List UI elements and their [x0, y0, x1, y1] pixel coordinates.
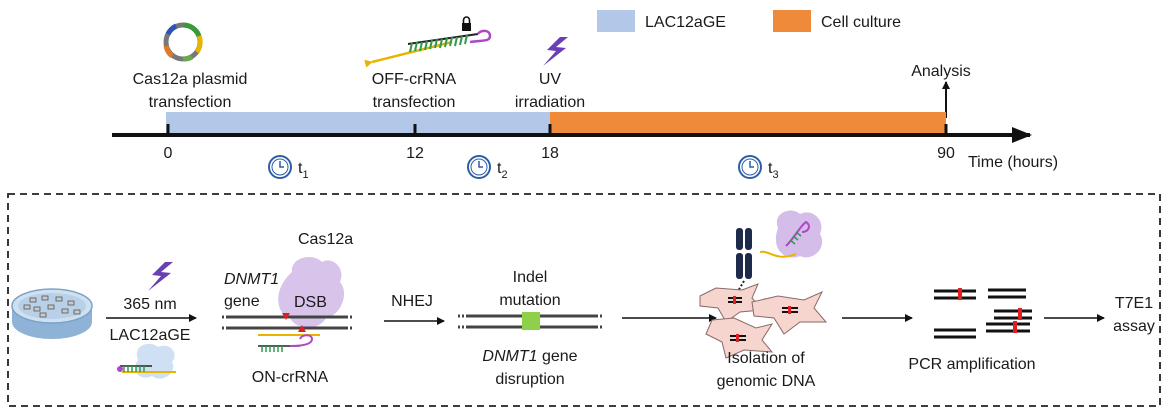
legend-swatch-cell-culture — [773, 10, 811, 32]
assay-line1: T7E1 — [1115, 295, 1153, 312]
workflow: 365 nm LAC12aGE DNMT1 gene Cas12a DSB — [11, 210, 1155, 390]
isolation-line2: genomic DNA — [717, 373, 816, 390]
step-uv-line2: irradiation — [515, 94, 585, 111]
clock-icon — [738, 155, 762, 179]
cell-dna-fragments — [728, 296, 798, 342]
legend-swatch-lac12age — [597, 10, 635, 32]
indel-site — [522, 312, 540, 330]
disruption-line1: DNMT1 gene — [482, 348, 577, 365]
cas12a-protein-icon — [278, 257, 345, 328]
step-plasmid-line2: transfection — [149, 94, 232, 111]
workflow-frame — [7, 193, 1161, 407]
step-plasmid-line1: Cas12a plasmid — [133, 71, 248, 88]
gene-label: DNMT1 — [224, 271, 279, 288]
on-crrna-icon — [258, 334, 314, 352]
dna-double-strand — [228, 315, 346, 330]
cells-icon — [699, 283, 828, 359]
bar-lac12age — [166, 112, 550, 135]
axis-ticks — [166, 124, 948, 135]
crrna-label: ON-crRNA — [252, 369, 329, 386]
tick-label-12: 12 — [406, 145, 424, 162]
chromosome-icon — [727, 228, 752, 309]
bar-cell-culture — [550, 112, 946, 135]
uv-method: LAC12aGE — [110, 327, 191, 344]
assay-line2: assay — [1113, 318, 1155, 335]
repair-label: NHEJ — [391, 293, 433, 310]
disruption-line2: disruption — [495, 371, 564, 388]
step-uv-line1: UV — [539, 71, 562, 88]
period-t1: t1 — [298, 160, 309, 181]
tick-label-18: 18 — [541, 145, 559, 162]
cut-marker-bottom — [298, 325, 306, 332]
crrna-icon — [364, 16, 492, 68]
dsb-label: DSB — [294, 294, 327, 311]
period-t2: t2 — [497, 160, 508, 181]
clock-icon — [467, 155, 491, 179]
legend: LAC12aGE Cell culture — [597, 10, 901, 32]
step-crrna-line2: transfection — [373, 94, 456, 111]
step-crrna-line1: OFF-crRNA — [372, 71, 457, 88]
clock-icon — [268, 155, 292, 179]
timeline: Cas12a plasmid transfection OFF-crRNA tr… — [112, 16, 1058, 181]
indel-line1: Indel — [513, 269, 548, 286]
tick-label-90: 90 — [937, 145, 955, 162]
uv-bolt-icon — [148, 262, 173, 291]
legend-label-cell-culture: Cell culture — [821, 14, 901, 31]
pcr-label: PCR amplification — [908, 356, 1035, 373]
cas12a-complex-icon — [759, 210, 823, 258]
uv-wavelength: 365 nm — [123, 296, 176, 313]
legend-label-lac12age: LAC12aGE — [645, 14, 726, 31]
uv-bolt-icon — [543, 37, 568, 66]
period-t3: t3 — [768, 160, 779, 181]
pcr-fragments-icon — [934, 288, 1032, 339]
cut-marker-top — [282, 313, 290, 320]
tick-label-0: 0 — [164, 145, 173, 162]
protein-label: Cas12a — [298, 231, 353, 248]
axis-label: Time (hours) — [968, 154, 1058, 171]
plasmid-icon — [163, 22, 203, 62]
isolation-line1: Isolation of — [727, 350, 805, 367]
cas12a-complex-icon — [117, 343, 176, 379]
step-analysis-label: Analysis — [911, 63, 971, 80]
petri-dish-icon — [11, 288, 93, 339]
gene-label-suffix: gene — [224, 293, 260, 310]
indel-line2: mutation — [499, 292, 560, 309]
